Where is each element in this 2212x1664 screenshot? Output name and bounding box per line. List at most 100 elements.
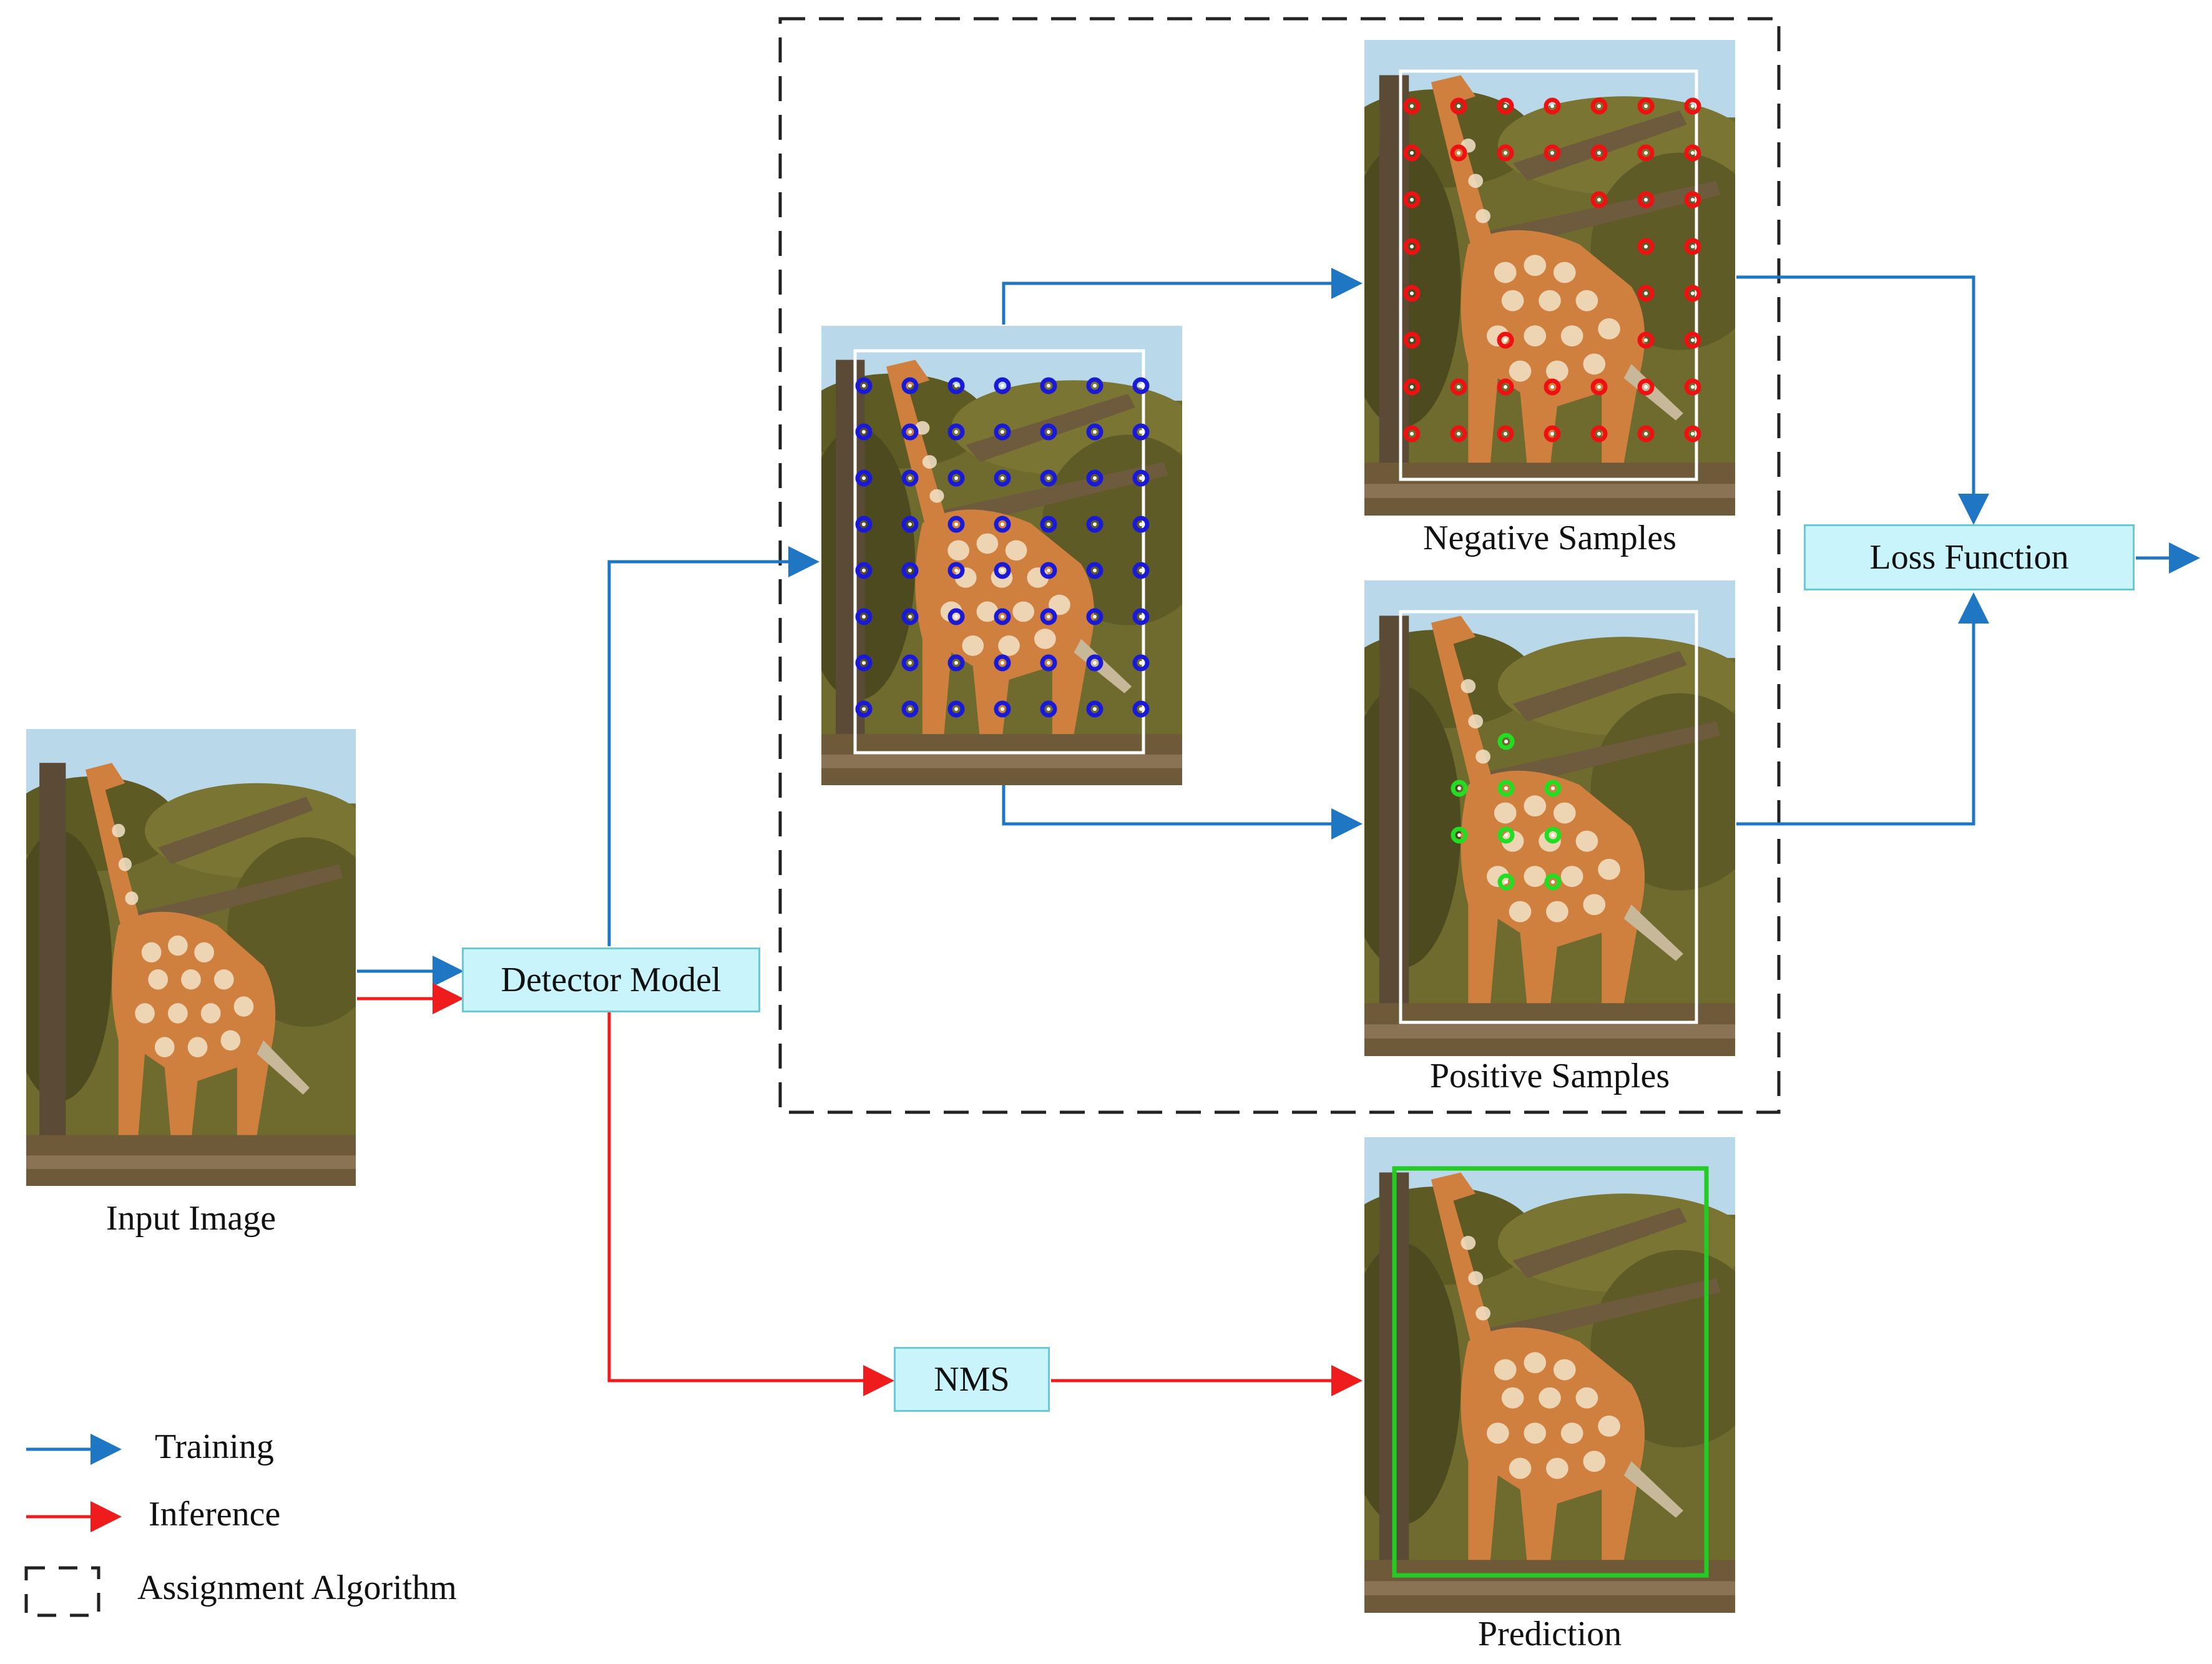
negative-point-icon-center xyxy=(1457,151,1461,155)
anchor-point-icon-center xyxy=(1047,569,1050,572)
negative-point-icon-center xyxy=(1504,338,1507,342)
anchor-point-icon xyxy=(901,423,919,441)
negative-point-icon-center xyxy=(1504,151,1507,155)
positive-samples-photo xyxy=(1364,580,1735,1056)
anchor-point-icon-center xyxy=(1093,569,1097,572)
negative-point-icon xyxy=(1403,378,1421,396)
negative-point-icon-center xyxy=(1457,432,1461,436)
anchor-point-icon xyxy=(855,469,873,487)
positive-point-icon xyxy=(1451,780,1468,797)
negative-point-icon xyxy=(1403,331,1421,349)
negative-point-icon-center xyxy=(1691,338,1695,342)
anchor-point-icon xyxy=(855,562,873,579)
anchor-point-icon-center xyxy=(908,430,912,434)
gt-box-anchor xyxy=(853,349,1145,755)
negative-point-icon xyxy=(1684,238,1701,255)
negative-point-icon xyxy=(1403,425,1421,443)
negative-point-icon xyxy=(1637,238,1655,255)
arrow-detector-to-nms xyxy=(607,1012,894,1396)
anchor-point-icon-center xyxy=(862,661,866,665)
anchor-point-icon xyxy=(947,469,965,487)
negative-point-icon xyxy=(1590,191,1608,208)
negative-point-icon xyxy=(1450,378,1467,396)
anchor-point-icon xyxy=(947,377,965,394)
prediction-box xyxy=(1392,1166,1709,1578)
negative-point-icon-center xyxy=(1410,245,1414,248)
negative-point-icon xyxy=(1637,331,1655,349)
negative-point-icon xyxy=(1544,144,1561,162)
gt-box-negative xyxy=(1399,69,1698,481)
anchor-point-icon-center xyxy=(954,384,958,388)
anchor-point-icon xyxy=(1086,377,1104,394)
anchor-point-icon-center xyxy=(908,661,912,665)
legend-assignment-label: Assignment Algorithm xyxy=(137,1569,457,1607)
arrow-detector-to-assignment xyxy=(607,546,820,946)
negative-point-icon-center xyxy=(1597,151,1601,155)
negative-point-icon xyxy=(1497,331,1514,349)
anchor-point-icon xyxy=(1040,469,1057,487)
negative-point-icon xyxy=(1637,97,1655,115)
anchor-point-icon xyxy=(855,700,873,718)
negative-point-icon xyxy=(1497,425,1514,443)
negative-point-icon-center xyxy=(1504,385,1507,389)
anchor-point-icon xyxy=(1040,516,1057,533)
negative-point-icon xyxy=(1637,425,1655,443)
negative-point-icon-center xyxy=(1597,432,1601,436)
anchor-point-icon-center xyxy=(908,522,912,526)
negative-point-icon xyxy=(1684,97,1701,115)
anchor-point-icon xyxy=(901,562,919,579)
anchor-point-icon-center xyxy=(954,707,958,711)
anchor-points-positive xyxy=(1451,733,1562,891)
negative-point-icon xyxy=(1497,378,1514,396)
legend-inference-label: Inference xyxy=(149,1495,281,1534)
negative-point-icon-center xyxy=(1644,432,1648,436)
anchor-point-icon xyxy=(1132,377,1150,394)
negative-point-icon xyxy=(1637,191,1655,208)
anchor-point-icon xyxy=(1132,654,1150,672)
anchor-point-icon-center xyxy=(908,615,912,619)
anchor-point-icon xyxy=(1086,654,1104,672)
nms-label: NMS xyxy=(934,1360,1010,1399)
anchor-point-icon-center xyxy=(1139,615,1143,619)
anchor-point-icon xyxy=(1040,608,1057,625)
anchor-point-icon xyxy=(1132,700,1150,718)
anchor-point-icon-center xyxy=(862,707,866,711)
negative-point-icon-center xyxy=(1644,104,1648,108)
negative-point-icon-center xyxy=(1691,432,1695,436)
negative-point-icon xyxy=(1450,97,1467,115)
anchor-point-icon-center xyxy=(1093,615,1097,619)
anchor-point-icon-center xyxy=(954,522,958,526)
input-image-caption: Input Image xyxy=(105,1199,276,1238)
negative-point-icon xyxy=(1403,238,1421,255)
anchor-point-icon xyxy=(994,516,1011,533)
anchor-point-icon xyxy=(1040,700,1057,718)
negative-point-icon-center xyxy=(1644,338,1648,342)
anchor-point-icon-center xyxy=(1001,569,1004,572)
anchor-point-icon xyxy=(1086,700,1104,718)
nms-box: NMS xyxy=(894,1347,1050,1412)
positive-point-icon-center xyxy=(1551,833,1555,837)
positive-point-icon-center xyxy=(1504,740,1508,743)
negative-point-icon-center xyxy=(1691,104,1695,108)
negative-point-icon-center xyxy=(1644,198,1648,202)
negative-point-icon-center xyxy=(1691,151,1695,155)
anchor-point-icon xyxy=(855,423,873,441)
anchor-point-icon-center xyxy=(908,707,912,711)
anchor-point-icon xyxy=(901,516,919,533)
negative-point-icon xyxy=(1450,144,1467,162)
anchor-point-icon-center xyxy=(908,569,912,572)
positive-point-icon-center xyxy=(1551,786,1555,790)
negative-point-icon-center xyxy=(1691,385,1695,389)
negative-point-icon xyxy=(1403,97,1421,115)
anchor-point-icon xyxy=(994,562,1011,579)
loss-function-label: Loss Function xyxy=(1869,538,2069,577)
negative-point-icon xyxy=(1590,425,1608,443)
anchor-point-icon-center xyxy=(954,430,958,434)
anchor-point-icon xyxy=(1040,423,1057,441)
negative-point-icon xyxy=(1684,331,1701,349)
anchor-point-icon xyxy=(1086,562,1104,579)
anchor-point-icon-center xyxy=(1093,430,1097,434)
negative-point-icon xyxy=(1684,425,1701,443)
positive-point-icon xyxy=(1544,780,1562,797)
positive-point-icon xyxy=(1544,873,1562,891)
